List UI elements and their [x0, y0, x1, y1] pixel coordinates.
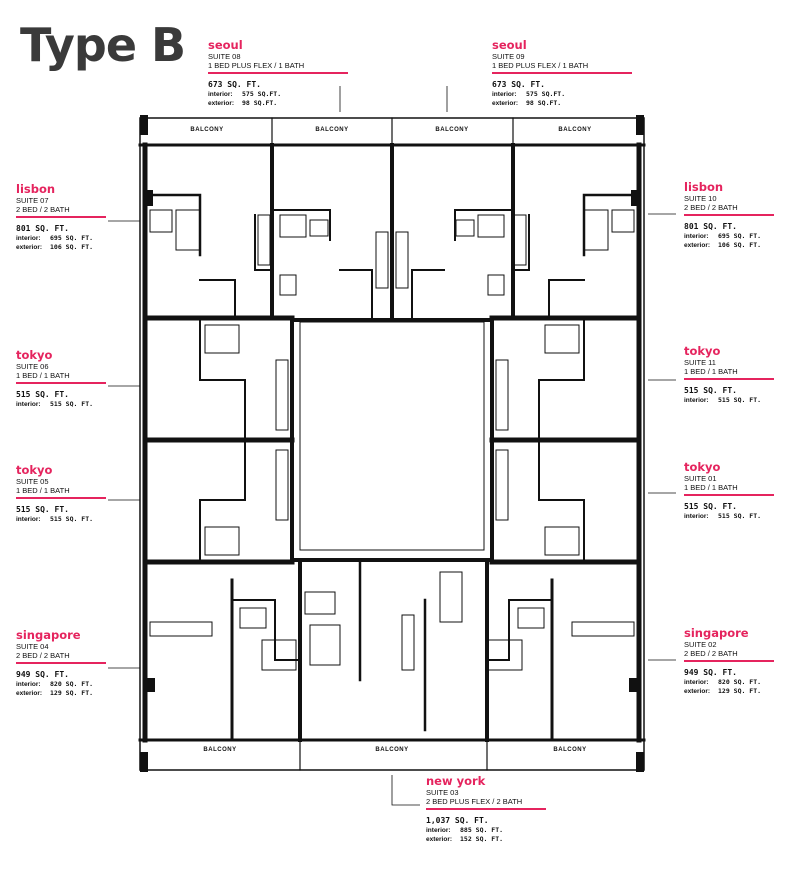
suite-number: SUITE 05 — [16, 477, 49, 486]
suite-number: SUITE 01 — [684, 474, 717, 483]
suite-interior-area: interior:575 SQ.FT. — [492, 90, 566, 98]
accent-rule — [684, 214, 774, 216]
suite-name: singapore — [684, 626, 749, 640]
suite-type: 1 BED PLUS FLEX / 1 BATH — [492, 61, 589, 70]
suite-type: 2 BED / 2 BATH — [684, 203, 738, 212]
suite-interior-area: interior:575 SQ.FT. — [208, 90, 282, 98]
suite-number: SUITE 06 — [16, 362, 49, 371]
suite-label-01: tokyo SUITE 01 1 BED / 1 BATH 515 SQ. FT… — [684, 460, 774, 521]
suite-interior-area: interior:695 SQ. FT. — [16, 234, 94, 242]
suite-total-area: 515 SQ. FT. — [684, 502, 737, 511]
balcony-label: BALCONY — [190, 127, 224, 133]
suite-total-area: 673 SQ. FT. — [492, 80, 545, 89]
suite-exterior-area: exterior:106 SQ. FT. — [684, 241, 762, 249]
balcony-label: BALCONY — [553, 747, 587, 753]
accent-rule — [16, 382, 106, 384]
suite-interior-area: interior:820 SQ. FT. — [16, 680, 94, 688]
suite-number: SUITE 10 — [684, 194, 717, 203]
suite-label-07: lisbon SUITE 07 2 BED / 2 BATH 801 SQ. F… — [16, 182, 106, 252]
suite-name: seoul — [208, 38, 243, 52]
suite-name: tokyo — [684, 344, 721, 358]
suite-interior-area: interior:515 SQ. FT. — [684, 512, 762, 520]
suite-type: 1 BED / 1 BATH — [684, 483, 738, 492]
suite-number: SUITE 09 — [492, 52, 525, 61]
accent-rule — [208, 72, 348, 74]
suite-exterior-area: exterior:152 SQ. FT. — [426, 835, 504, 843]
suite-interior-area: interior:515 SQ. FT. — [684, 396, 762, 404]
balcony-label: BALCONY — [435, 127, 469, 133]
suite-type: 2 BED / 2 BATH — [16, 205, 70, 214]
suite-exterior-area: exterior:129 SQ. FT. — [16, 689, 94, 697]
suite-label-02: singapore SUITE 02 2 BED / 2 BATH 949 SQ… — [684, 626, 774, 696]
suite-exterior-area: exterior:98 SQ.FT. — [208, 99, 278, 107]
suite-interior-area: interior:515 SQ. FT. — [16, 515, 94, 523]
suite-total-area: 515 SQ. FT. — [684, 386, 737, 395]
suite-number: SUITE 02 — [684, 640, 717, 649]
accent-rule — [684, 660, 774, 662]
suite-label-03: new york SUITE 03 2 BED PLUS FLEX / 2 BA… — [426, 774, 546, 844]
suite-name: new york — [426, 774, 486, 788]
suite-interior-area: interior:885 SQ. FT. — [426, 826, 504, 834]
suite-total-area: 801 SQ. FT. — [684, 222, 737, 231]
balcony-label: BALCONY — [558, 127, 592, 133]
suite-interior-area: interior:820 SQ. FT. — [684, 678, 762, 686]
balcony-label: BALCONY — [375, 747, 409, 753]
suite-label-10: lisbon SUITE 10 2 BED / 2 BATH 801 SQ. F… — [684, 180, 774, 250]
suite-name: singapore — [16, 628, 81, 642]
suite-exterior-area: exterior:98 SQ.FT. — [492, 99, 562, 107]
accent-rule — [684, 378, 774, 380]
suite-label-06: tokyo SUITE 06 1 BED / 1 BATH 515 SQ. FT… — [16, 348, 106, 409]
suite-name: lisbon — [684, 180, 724, 194]
suite-label-09: seoul SUITE 09 1 BED PLUS FLEX / 1 BATH … — [492, 38, 632, 108]
suite-name: tokyo — [16, 348, 53, 362]
suite-number: SUITE 04 — [16, 642, 49, 651]
accent-rule — [16, 497, 106, 499]
suite-name: tokyo — [684, 460, 721, 474]
accent-rule — [16, 216, 106, 218]
suite-number: SUITE 07 — [16, 196, 49, 205]
suite-total-area: 515 SQ. FT. — [16, 390, 69, 399]
suite-label-05: tokyo SUITE 05 1 BED / 1 BATH 515 SQ. FT… — [16, 463, 106, 524]
suite-type: 2 BED / 2 BATH — [16, 651, 70, 660]
suite-total-area: 1,037 SQ. FT. — [426, 816, 489, 825]
page-title: Type B — [20, 18, 186, 72]
suite-interior-area: interior:695 SQ. FT. — [684, 232, 762, 240]
suite-exterior-area: exterior:106 SQ. FT. — [16, 243, 94, 251]
balcony-label: BALCONY — [203, 747, 237, 753]
suite-type: 1 BED / 1 BATH — [16, 371, 70, 380]
suite-type: 2 BED / 2 BATH — [684, 649, 738, 658]
suite-name: lisbon — [16, 182, 56, 196]
suite-number: SUITE 11 — [684, 358, 716, 367]
suite-type: 2 BED PLUS FLEX / 2 BATH — [426, 797, 523, 806]
suite-total-area: 949 SQ. FT. — [16, 670, 69, 679]
accent-rule — [426, 808, 546, 810]
suite-type: 1 BED / 1 BATH — [684, 367, 738, 376]
suite-total-area: 949 SQ. FT. — [684, 668, 737, 677]
suite-number: SUITE 08 — [208, 52, 241, 61]
suite-label-08: seoul SUITE 08 1 BED PLUS FLEX / 1 BATH … — [208, 38, 348, 108]
suite-interior-area: interior:515 SQ. FT. — [16, 400, 94, 408]
suite-number: SUITE 03 — [426, 788, 459, 797]
suite-total-area: 673 SQ. FT. — [208, 80, 261, 89]
accent-rule — [492, 72, 632, 74]
suite-type: 1 BED PLUS FLEX / 1 BATH — [208, 61, 305, 70]
suite-type: 1 BED / 1 BATH — [16, 486, 70, 495]
suite-total-area: 515 SQ. FT. — [16, 505, 69, 514]
suite-label-04: singapore SUITE 04 2 BED / 2 BATH 949 SQ… — [16, 628, 106, 698]
suite-label-11: tokyo SUITE 11 1 BED / 1 BATH 515 SQ. FT… — [684, 344, 774, 405]
suite-name: tokyo — [16, 463, 53, 477]
suite-name: seoul — [492, 38, 527, 52]
accent-rule — [684, 494, 774, 496]
suite-exterior-area: exterior:129 SQ. FT. — [684, 687, 762, 695]
balcony-label: BALCONY — [315, 127, 349, 133]
accent-rule — [16, 662, 106, 664]
suite-total-area: 801 SQ. FT. — [16, 224, 69, 233]
